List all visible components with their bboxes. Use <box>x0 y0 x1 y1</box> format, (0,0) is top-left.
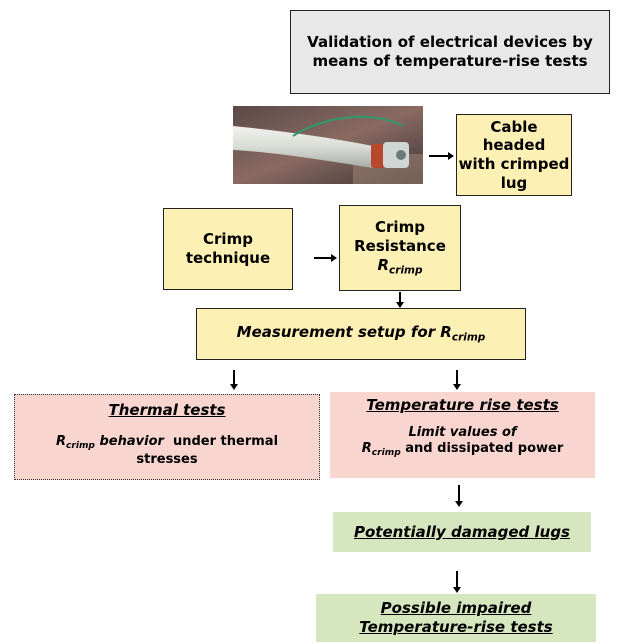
crimp-resistance-symbol: Rcrimp <box>377 255 423 277</box>
crimp-technique-line-1: Crimp <box>203 230 253 249</box>
arrow-setup-to-temperature-rise <box>453 370 461 390</box>
arrow-setup-to-thermal <box>230 370 238 390</box>
cable-lug-photo <box>233 106 423 184</box>
impaired-tests-box: Possible impaired Temperature-rise tests <box>316 594 596 642</box>
cable-lug-box: Cable headed with crimped lug <box>456 114 572 196</box>
title-box: Validation of electrical devices by mean… <box>290 10 610 94</box>
thermal-tests-title: Thermal tests <box>108 401 226 419</box>
arrow-to-impaired-tests <box>453 571 461 593</box>
impaired-line-1: Possible impaired <box>380 599 532 618</box>
arrow-to-damaged-lugs <box>455 485 463 507</box>
crimp-resistance-line-2: Resistance <box>354 237 446 256</box>
damaged-lugs-text: Potentially damaged lugs <box>353 522 570 541</box>
crimp-resistance-line-1: Crimp <box>375 218 425 237</box>
temperature-rise-box: Temperature rise tests Limit values of R… <box>330 392 595 478</box>
cable-line-2: with crimped <box>458 155 570 173</box>
thermal-tests-box: Thermal tests Rcrimp behavior under ther… <box>14 394 320 480</box>
measurement-setup-box: Measurement setup for Rcrimp <box>196 308 526 360</box>
title-line-2: means of temperature-rise tests <box>312 52 588 70</box>
crimp-technique-line-2: technique <box>185 249 271 267</box>
thermal-tests-line-1: Rcrimp behavior under thermal <box>55 433 279 451</box>
arrow-resistance-to-setup <box>396 292 404 308</box>
temperature-rise-line-1: Limit values of <box>408 424 517 440</box>
arrow-technique-to-resistance <box>314 254 337 262</box>
crimp-technique-box: Crimp technique <box>163 208 293 290</box>
cable-line-1: Cable headed <box>482 117 546 155</box>
title-line-1: Validation of electrical devices by <box>307 33 593 52</box>
cable-line-3: lug <box>500 173 528 192</box>
temperature-rise-line-2: Rcrimp and dissipated power <box>361 441 564 459</box>
crimp-resistance-box: Crimp Resistance Rcrimp <box>339 205 461 291</box>
arrow-photo-to-cable <box>429 152 454 160</box>
measurement-setup-text: Measurement setup for Rcrimp <box>236 323 486 344</box>
temperature-rise-title: Temperature rise tests <box>366 396 559 414</box>
thermal-tests-line-2: stresses <box>136 452 198 468</box>
damaged-lugs-box: Potentially damaged lugs <box>333 512 591 552</box>
impaired-line-2: Temperature-rise tests <box>359 618 553 636</box>
